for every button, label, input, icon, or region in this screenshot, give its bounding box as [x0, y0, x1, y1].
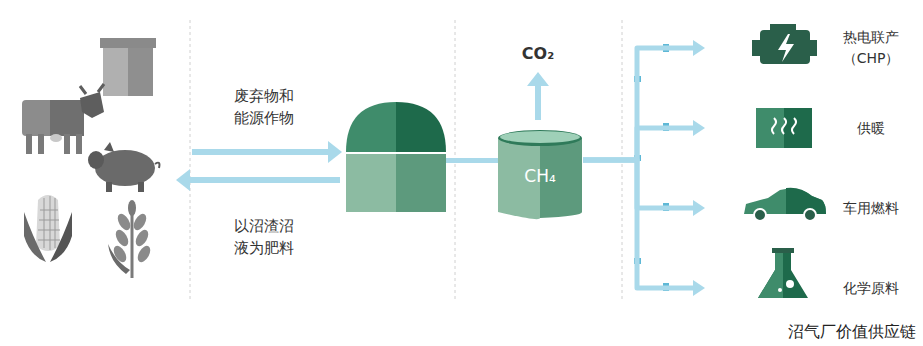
wheat	[108, 200, 153, 278]
output-node: 供暖	[705, 102, 915, 154]
co2-arrow	[527, 72, 549, 120]
output-label: 供暖	[857, 118, 885, 139]
arrow-head	[693, 280, 705, 296]
connector-line	[583, 160, 695, 288]
pig	[88, 142, 160, 192]
separator	[190, 20, 622, 300]
connector	[583, 160, 705, 296]
flow-label: 废弃物和能源作物	[229, 86, 299, 130]
connector	[583, 40, 705, 160]
output-node: 热电联产 （CHP）	[705, 20, 915, 76]
digester	[346, 102, 446, 212]
pipe	[446, 158, 500, 163]
gas-label: CO₂	[513, 42, 563, 65]
engine-icon	[752, 24, 817, 64]
connector-line	[583, 128, 695, 160]
output-node: 车用燃料	[705, 182, 915, 234]
connector	[583, 120, 705, 160]
flow-arrow	[176, 141, 342, 191]
flow-label: 以沼渣沼液为肥料	[229, 216, 299, 260]
flask-icon	[758, 248, 808, 298]
waste-bin	[100, 38, 156, 96]
arrow-head	[693, 120, 705, 136]
corn	[24, 195, 72, 262]
gas-label: CH₄	[497, 166, 583, 186]
output-node: 化学原料	[705, 262, 915, 314]
connector	[583, 160, 705, 216]
arrow-head	[693, 40, 705, 56]
heater-icon	[756, 108, 812, 148]
arrow-head	[693, 200, 705, 216]
output-label: 热电联产 （CHP）	[829, 27, 913, 69]
output-label: 化学原料	[843, 278, 899, 299]
gas-tank: CH₄	[497, 128, 583, 220]
cow	[22, 84, 104, 154]
connector-line	[583, 48, 695, 160]
caption: 沼气厂价值供应链	[700, 320, 916, 343]
output-label: 车用燃料	[843, 198, 899, 219]
car-icon	[744, 188, 826, 221]
